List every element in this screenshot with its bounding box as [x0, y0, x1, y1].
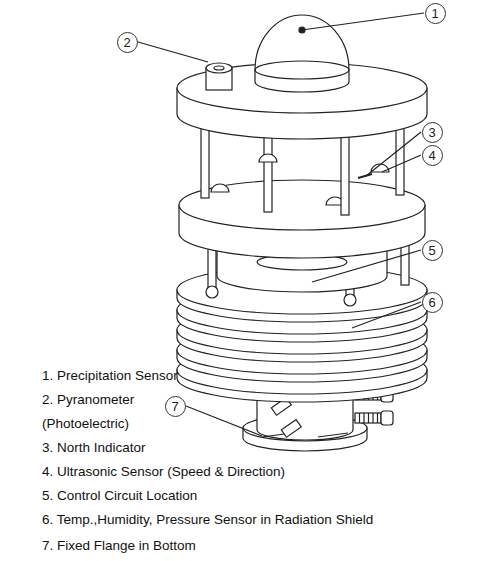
callout-number: 6	[422, 292, 443, 313]
callout-number: 5	[422, 240, 443, 261]
callout-number: 4	[422, 145, 443, 166]
callout-number: 1	[425, 3, 446, 24]
bolt	[355, 413, 381, 423]
rod-nut	[206, 286, 218, 298]
callout-number: 7	[165, 396, 186, 417]
pyranometer	[206, 63, 232, 73]
precipitation-dome	[255, 15, 349, 92]
callout-number-text: 4	[428, 149, 435, 162]
callout-number-text: 3	[428, 126, 435, 139]
leader-line	[312, 250, 421, 282]
flange-slot	[318, 433, 348, 437]
middle-disc	[179, 180, 425, 230]
part-description: 2. Pyranometer (Photoelectric)	[42, 388, 162, 436]
leader-line	[186, 406, 262, 436]
north-indicator	[358, 174, 372, 178]
part-description: 4. Ultrasonic Sensor (Speed & Direction)	[42, 460, 285, 484]
callout-number-text: 2	[123, 36, 130, 49]
callout-number: 2	[117, 32, 138, 53]
pyranometer-sensor	[214, 66, 224, 70]
callout-number-text: 6	[428, 296, 435, 309]
callout-number-text: 1	[431, 7, 438, 20]
sensor-probe	[211, 184, 229, 192]
rod-nut	[344, 294, 356, 306]
part-description: 6. Temp.,Humidity, Pressure Sensor in Ra…	[42, 508, 373, 532]
thread	[368, 413, 369, 423]
bolt-head	[381, 411, 393, 425]
callout-number-text: 5	[428, 244, 435, 257]
part-description: 3. North Indicator	[42, 436, 146, 460]
leader-line	[366, 132, 421, 176]
leader-line	[302, 13, 424, 30]
leader-line	[382, 155, 421, 172]
part-description: 7. Fixed Flange in Bottom	[42, 534, 196, 558]
screw	[281, 420, 301, 438]
thread	[359, 413, 360, 423]
leader-line	[352, 302, 421, 328]
thread	[377, 413, 378, 423]
sensor-probe	[259, 154, 277, 162]
thread	[363, 413, 364, 423]
part-description: 1. Precipitation Sensor	[42, 364, 178, 388]
callout-number-text: 7	[171, 400, 178, 413]
callout-number: 3	[422, 122, 443, 143]
thread	[372, 413, 373, 423]
part-description: 5. Control Circuit Location	[42, 484, 197, 508]
dome-rim	[255, 61, 349, 79]
leader-line	[138, 42, 208, 62]
